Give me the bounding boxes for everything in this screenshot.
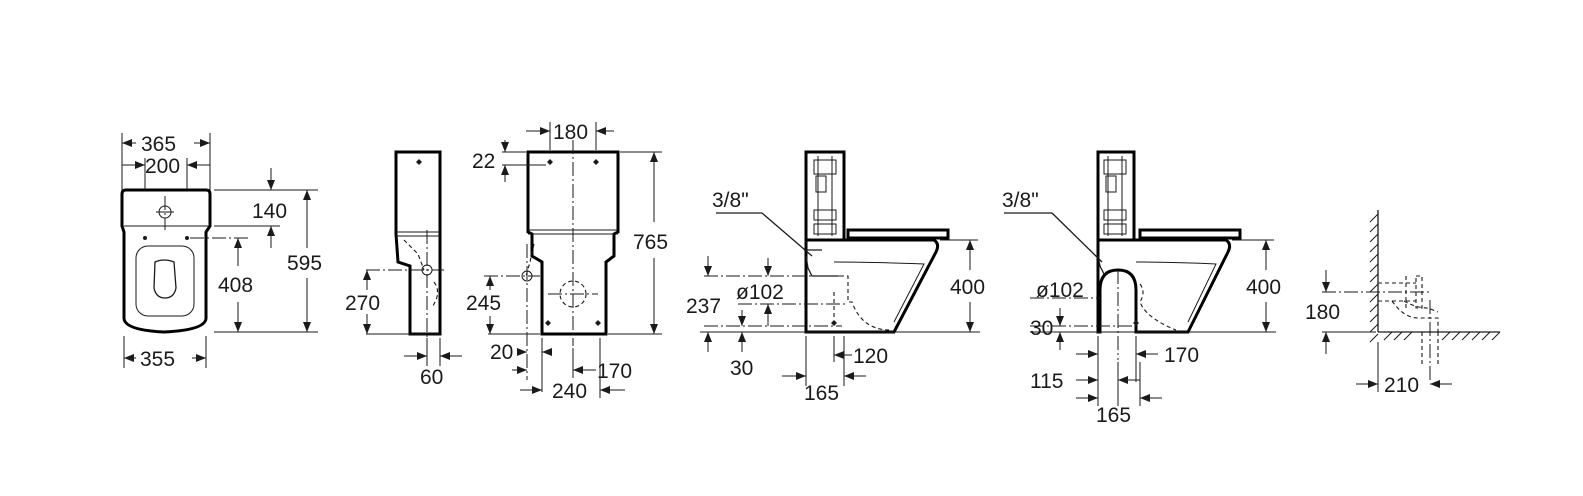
side-view: 270 60 bbox=[345, 150, 462, 389]
pipe-detail: 180 210 bbox=[1305, 210, 1501, 397]
fixing-hole bbox=[143, 236, 147, 240]
dim-595: 595 bbox=[287, 252, 322, 275]
pipe-elbow bbox=[1391, 300, 1439, 332]
s2-seat bbox=[1138, 228, 1242, 240]
floor-hatch bbox=[1383, 331, 1501, 341]
s2-cistern bbox=[1096, 150, 1136, 242]
s2-diameter-label: ø102 bbox=[1036, 279, 1084, 302]
s1-bowl bbox=[804, 238, 940, 334]
dim-140: 140 bbox=[252, 200, 287, 223]
dim-180-pipe: 180 bbox=[1305, 301, 1340, 324]
dim-170-s2: 170 bbox=[1164, 344, 1199, 367]
s1-seat bbox=[846, 228, 950, 240]
front-outlet bbox=[559, 280, 587, 308]
top-view: 365 200 140 408 595 355 bbox=[120, 131, 322, 371]
dim-245: 245 bbox=[466, 292, 501, 315]
dim-270: 270 bbox=[345, 292, 380, 315]
s1-diameter-label: ø102 bbox=[736, 281, 784, 304]
top-view-seat bbox=[135, 245, 195, 317]
pipe-vertical bbox=[1421, 332, 1439, 366]
dim-30-s2: 30 bbox=[1030, 317, 1053, 340]
s2-thread-label: 3/8" bbox=[1002, 189, 1039, 212]
dim-400-s2: 400 bbox=[1246, 276, 1281, 299]
s1-cistern bbox=[804, 150, 846, 242]
dim-20: 20 bbox=[490, 341, 513, 364]
dim-60: 60 bbox=[420, 366, 443, 389]
dim-120: 120 bbox=[853, 345, 888, 368]
fixing-hole bbox=[185, 236, 189, 240]
dim-765: 765 bbox=[633, 231, 668, 254]
dim-210: 210 bbox=[1384, 374, 1419, 397]
dim-408: 408 bbox=[218, 274, 253, 297]
side-view-outline bbox=[394, 150, 442, 336]
dim-237: 237 bbox=[686, 295, 721, 318]
dim-165-s2: 165 bbox=[1096, 404, 1131, 427]
dim-165-s1: 165 bbox=[804, 382, 839, 405]
top-view-outline bbox=[120, 188, 212, 334]
dim-115: 115 bbox=[1030, 370, 1063, 393]
section-view-1: 3/8" ø102 237 30 400 120 bbox=[686, 150, 985, 405]
dim-200: 200 bbox=[145, 155, 180, 178]
section-view-2: 3/8" ø102 30 400 170 115 bbox=[1002, 150, 1281, 427]
dim-30-s1: 30 bbox=[730, 357, 753, 380]
dim-365: 365 bbox=[141, 133, 176, 156]
front-view: 180 22 765 245 20 170 bbox=[466, 121, 668, 403]
top-view-bowl bbox=[153, 259, 177, 299]
s1-thread-label: 3/8" bbox=[712, 189, 749, 212]
dim-240: 240 bbox=[552, 380, 587, 403]
dim-355: 355 bbox=[140, 348, 175, 371]
dim-170-front: 170 bbox=[597, 360, 632, 383]
wall-hatch bbox=[1369, 213, 1379, 343]
dim-22: 22 bbox=[472, 150, 495, 173]
dim-400-s1: 400 bbox=[950, 276, 985, 299]
dim-180-front: 180 bbox=[553, 121, 588, 144]
